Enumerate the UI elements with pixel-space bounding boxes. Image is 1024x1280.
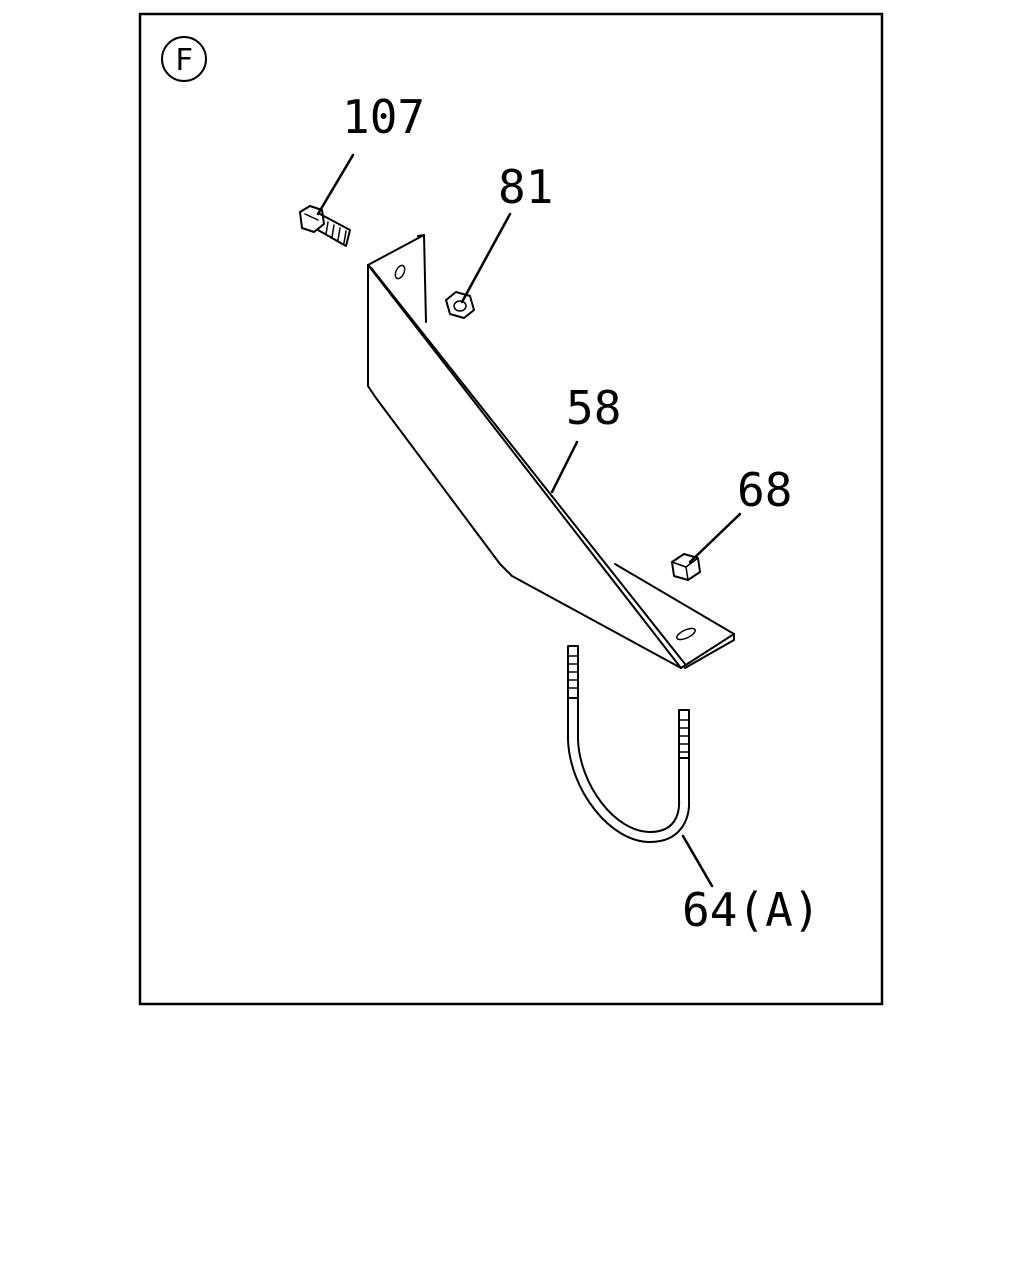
view-indicator: F (161, 36, 207, 82)
leader-68 (688, 512, 742, 564)
callout-68: 68 (737, 463, 792, 517)
bolt-107 (299, 205, 351, 247)
nut-68 (671, 553, 701, 581)
leader-107 (316, 153, 355, 216)
leader-81 (460, 212, 512, 304)
leader-64a (681, 834, 714, 888)
callout-64a: 64(A) (682, 883, 820, 937)
diagram-frame (138, 12, 884, 1006)
callout-58: 58 (566, 381, 621, 435)
u-bolt-64a (567, 645, 691, 843)
view-letter: F (175, 43, 193, 78)
callout-81: 81 (498, 160, 553, 214)
bracket-58 (367, 234, 735, 669)
callout-107: 107 (342, 90, 425, 144)
nut-81 (445, 291, 475, 319)
leader-58 (550, 440, 579, 494)
